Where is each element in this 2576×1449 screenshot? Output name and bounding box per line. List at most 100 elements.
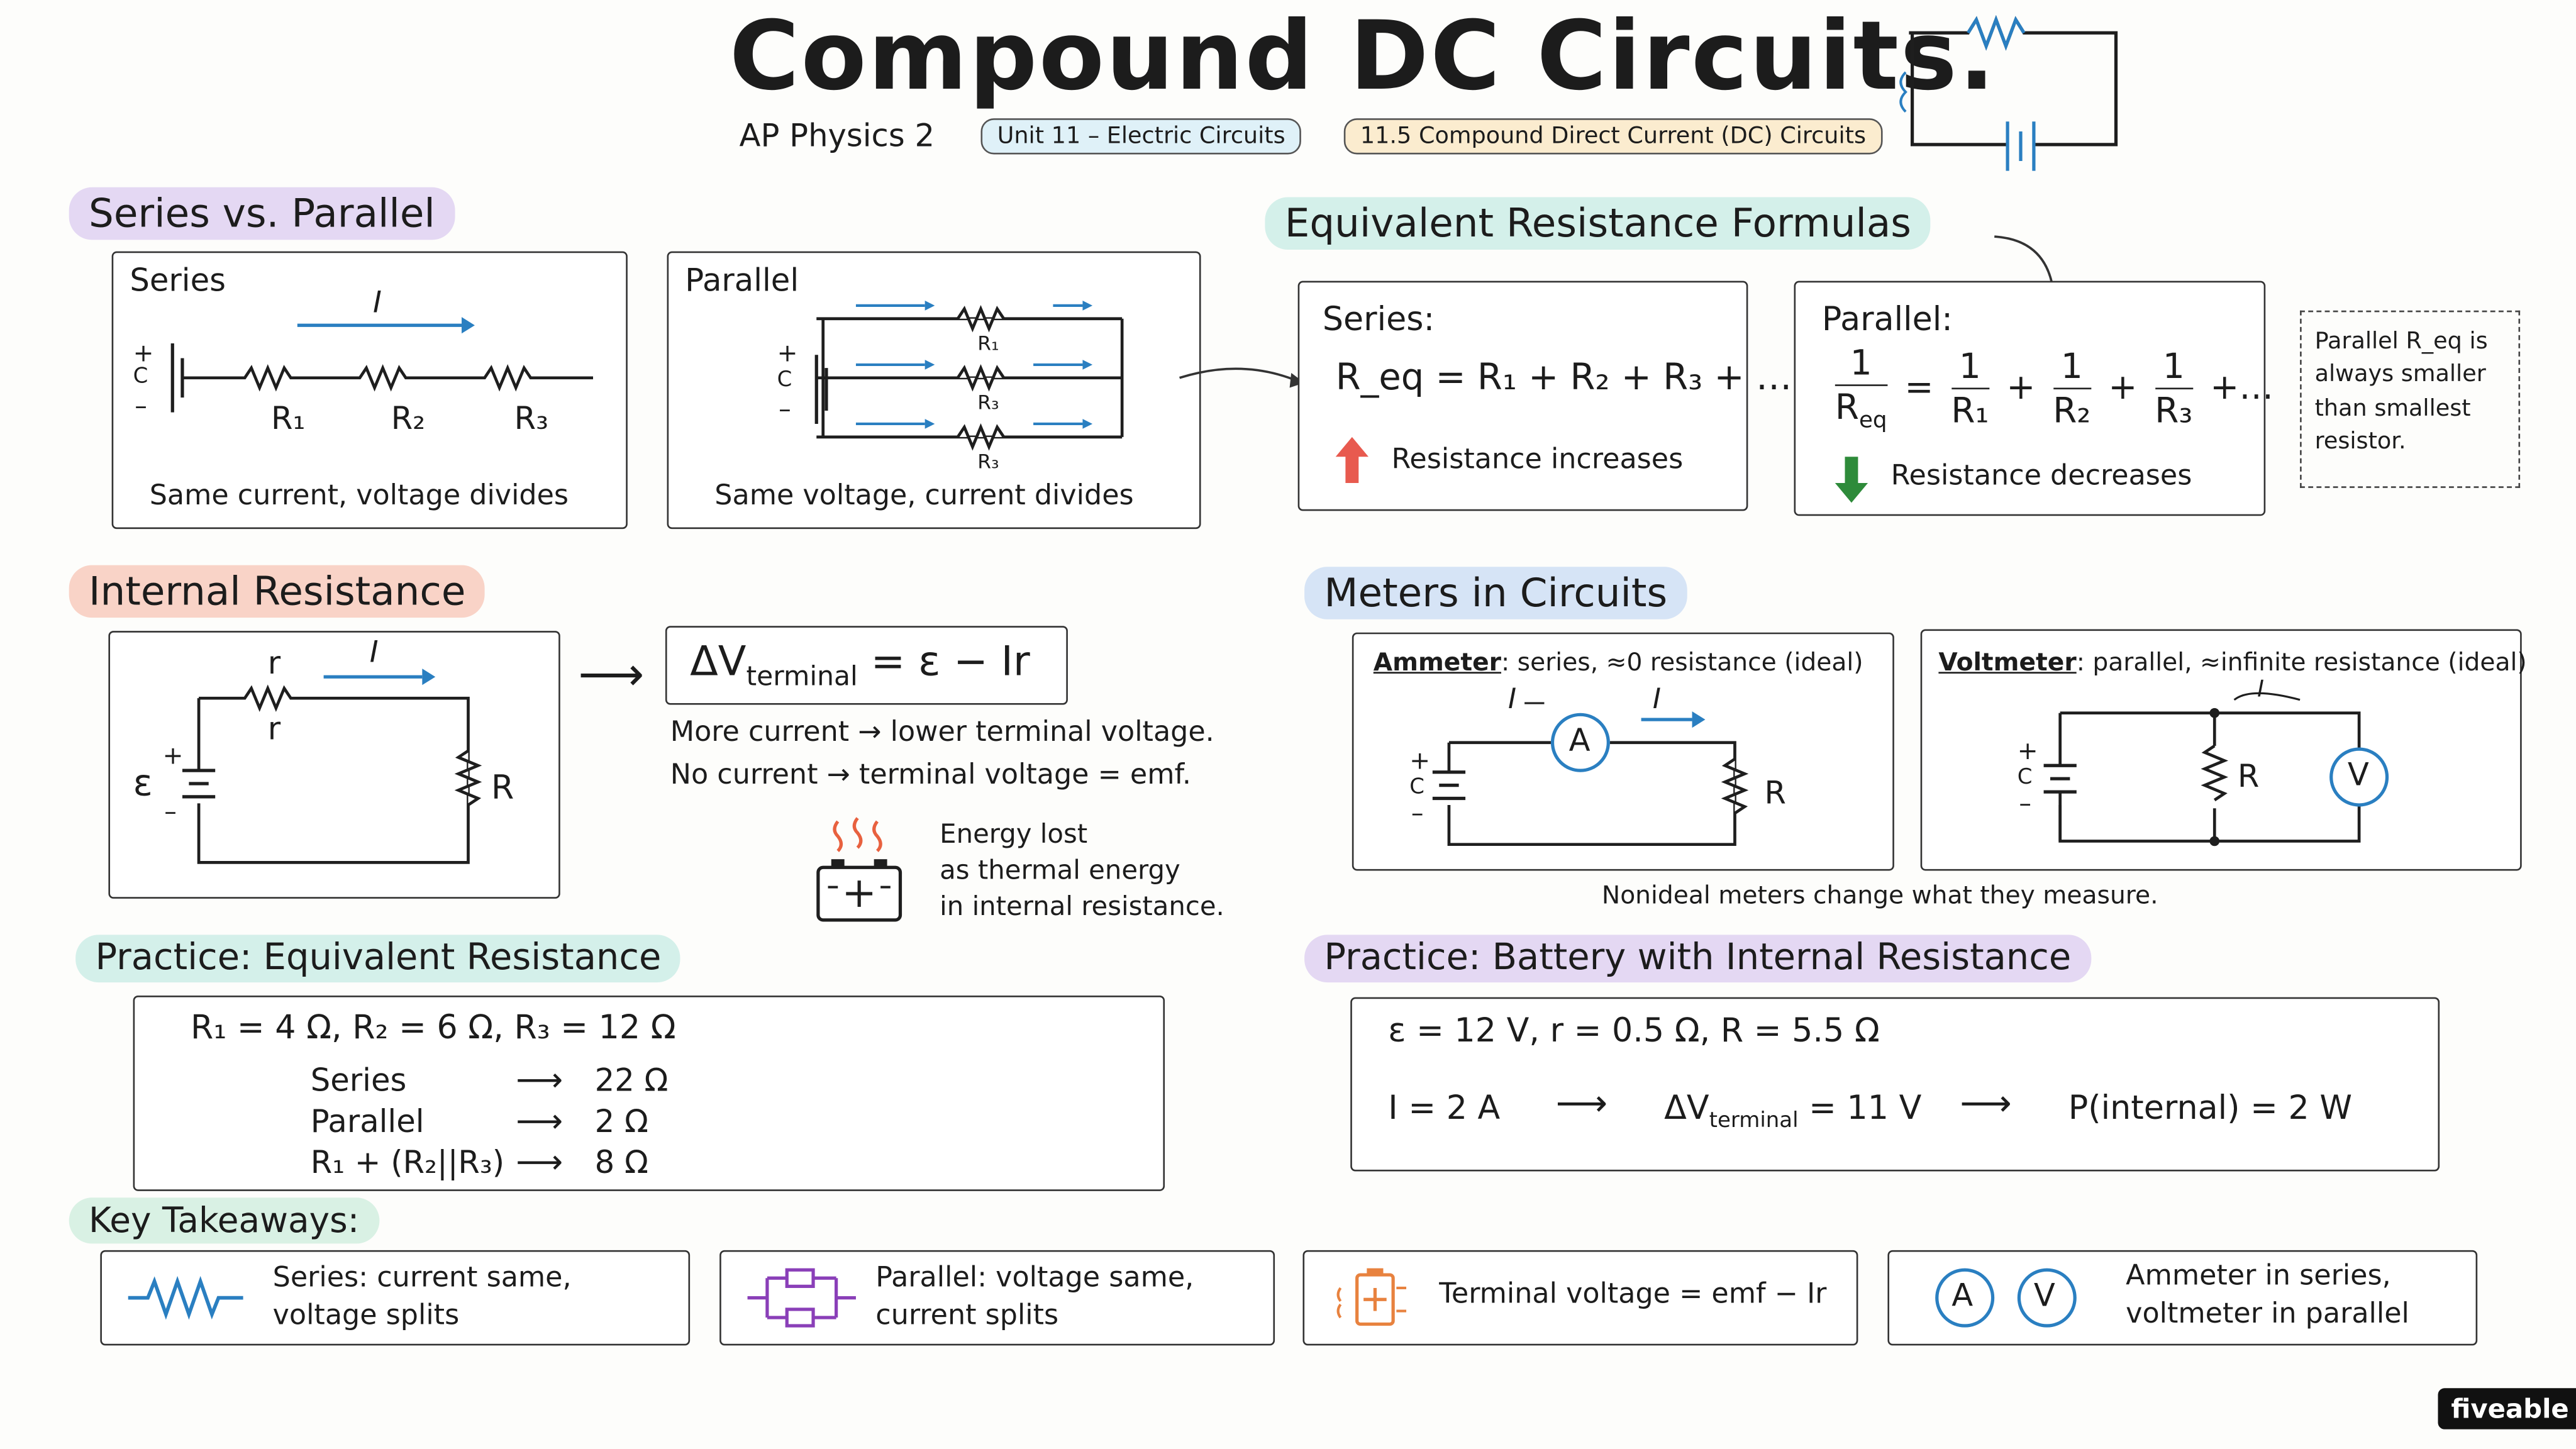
unit-pill: Unit 11 – Electric Circuits: [980, 118, 1302, 155]
ammeter-panel: Ammeter: series, ≈0 resistance (ideal) A…: [1352, 632, 1894, 871]
takeaway-series: Series: current same, voltage splits: [100, 1250, 691, 1346]
internal-heading: Internal Resistance: [69, 565, 486, 618]
takeaway-parallel: Parallel: voltage same, current splits: [719, 1250, 1275, 1346]
meters-heading: Meters in Circuits: [1304, 567, 1687, 619]
takeaway-series-line1: Series: current same,: [272, 1262, 572, 1295]
parallel-formula-label: Parallel:: [1821, 299, 1953, 339]
internal-current: I: [369, 635, 379, 670]
takeaway-meters: A V Ammeter in series, voltmeter in para…: [1887, 1250, 2478, 1346]
practice-eq-row1-label: Series: [310, 1063, 407, 1099]
voltmeter-battery-c: C: [2017, 765, 2033, 791]
takeaway-meters-line1: Ammeter in series,: [2126, 1260, 2391, 1293]
battery-heat-icon: [816, 817, 902, 922]
series-formula: R_eq = R₁ + R₂ + R₃ + …: [1335, 358, 1792, 399]
energy-line1: Energy lost: [940, 818, 1088, 850]
series-parallel-heading: Series vs. Parallel: [69, 187, 455, 240]
practice-eq-row2-label: Parallel: [310, 1104, 425, 1140]
energy-line2: as thermal energy: [940, 854, 1180, 886]
parallel-label: Parallel: [685, 262, 799, 299]
voltmeter-panel: Voltmeter: parallel, ≈infinite resistanc…: [1920, 629, 2527, 871]
voltmeter-current: I: [2257, 677, 2264, 704]
practice-eq-row3-value: 8 Ω: [594, 1145, 648, 1182]
internal-line2: No current → terminal voltage = emf.: [670, 758, 1192, 792]
terminal-equation: ΔVterminal = ε − Ir: [690, 637, 1030, 692]
parallel-battery-c: C: [777, 368, 792, 393]
series-battery-c: C: [133, 364, 148, 390]
series-current-label: I: [372, 286, 382, 321]
series-battery-minus: –: [135, 391, 147, 421]
voltmeter-circuit: [2043, 692, 2389, 847]
voltmeter-battery-minus: –: [2019, 788, 2031, 818]
parallel-r2-label: R₃: [977, 391, 999, 414]
practice-battery-panel: ε = 12 V, r = 0.5 Ω, R = 5.5 Ω I = 2 A ⟶…: [1350, 997, 2440, 1172]
practice-eq-given: R₁ = 4 Ω, R₂ = 6 Ω, R₃ = 12 Ω: [191, 1007, 676, 1046]
series-formula-label: Series:: [1322, 299, 1435, 339]
takeaway-parallel-line2: current splits: [875, 1299, 1059, 1333]
internal-battery-plus: +: [162, 741, 184, 771]
ammeter-symbol: A: [1568, 723, 1591, 759]
voltmeter-battery-plus: +: [2017, 736, 2038, 766]
internal-circuit-panel: r r I ε + – R: [108, 631, 560, 899]
parallel-circuit: [814, 301, 1124, 451]
takeaways-heading: Key Takeaways:: [69, 1197, 379, 1244]
ammeter-circuit: [1432, 702, 1749, 847]
takeaway-terminal: Terminal voltage = emf − Ir: [1302, 1250, 1858, 1346]
practice-eq-row1-value: 22 Ω: [594, 1063, 669, 1099]
ammeter-desc-line: Ammeter: series, ≈0 resistance (ideal): [1373, 647, 1863, 677]
takeaway-series-line2: voltage splits: [272, 1299, 460, 1333]
takeaway-meters-line2: voltmeter in parallel: [2126, 1297, 2409, 1331]
practice-eq-row2-value: 2 Ω: [594, 1104, 648, 1140]
internal-r-top: r: [267, 645, 281, 682]
meters-caption: Nonideal meters change what they measure…: [1601, 880, 2158, 911]
long-arrow-icon: ⟶: [578, 647, 645, 702]
internal-r-bottom: r: [267, 711, 281, 748]
practice-eq-panel: R₁ = 4 Ω, R₂ = 6 Ω, R₃ = 12 Ω Series ⟶ 2…: [133, 995, 1165, 1191]
parallel-r3-label: R₃: [977, 450, 999, 474]
header-circuit-diagram: [1899, 14, 2118, 171]
voltmeter-icon: V: [2033, 1278, 2055, 1314]
internal-battery-minus: –: [164, 796, 177, 826]
parallel-circuit-icon: [747, 1268, 856, 1328]
takeaway-terminal-line1: Terminal voltage = emf − Ir: [1439, 1278, 1827, 1311]
series-r1-label: R₁: [271, 401, 306, 437]
terminal-equation-box: ΔVterminal = ε − Ir: [665, 626, 1068, 705]
down-arrow-icon: [1835, 457, 1868, 503]
series-formula-panel: Series: R_eq = R₁ + R₂ + R₃ + … Resistan…: [1297, 280, 1792, 511]
internal-line1: More current → lower terminal voltage.: [670, 716, 1214, 750]
practice-battery-arrow1: ⟶: [1555, 1084, 1608, 1126]
ammeter-current-left: I: [1507, 683, 1517, 716]
course-name: AP Physics 2: [739, 118, 935, 155]
practice-battery-given: ε = 12 V, r = 0.5 Ω, R = 5.5 Ω: [1388, 1010, 1880, 1050]
parallel-panel: Parallel + C – R₁ R₃ R₃: [667, 251, 1201, 530]
topic-pill: 11.5 Compound Direct Current (DC) Circui…: [1343, 118, 1883, 155]
ammeter-battery-minus: –: [1411, 798, 1424, 828]
series-r3-label: R₃: [514, 401, 549, 437]
voltmeter-load-label: R: [2237, 758, 2260, 796]
resistor-zigzag-icon: [128, 1275, 243, 1320]
curved-arrow-to-formulas: [1179, 367, 1305, 388]
series-label: Series: [130, 262, 226, 299]
internal-circuit: [182, 669, 482, 864]
voltmeter-desc-line: Voltmeter: parallel, ≈infinite resistanc…: [1938, 647, 2527, 677]
parallel-r1-label: R₁: [977, 331, 999, 355]
practice-battery-arrow2: ⟶: [1960, 1084, 2012, 1126]
practice-eq-row3-label: R₁ + (R₂||R₃): [310, 1145, 505, 1182]
practice-battery-current: I = 2 A: [1388, 1087, 1501, 1127]
parallel-caption: Same voltage, current divides: [714, 479, 1134, 513]
practice-eq-heading: Practice: Equivalent Resistance: [75, 935, 681, 983]
formulas-heading: Equivalent Resistance Formulas: [1265, 197, 1931, 250]
ammeter-battery-c: C: [1409, 775, 1424, 801]
page-title: Compound DC Circuits.: [729, 0, 1997, 112]
parallel-formula-note: Resistance decreases: [1890, 460, 2192, 493]
parallel-battery-plus: +: [777, 338, 798, 369]
brand-logo: fiveable: [2438, 1388, 2576, 1430]
ammeter-battery-plus: +: [1409, 745, 1431, 775]
battery-icon: [1336, 1268, 1407, 1326]
ammeter-current-right: I: [1652, 683, 1661, 716]
ammeter-load-label: R: [1764, 775, 1786, 812]
parallel-battery-minus: –: [779, 394, 791, 424]
